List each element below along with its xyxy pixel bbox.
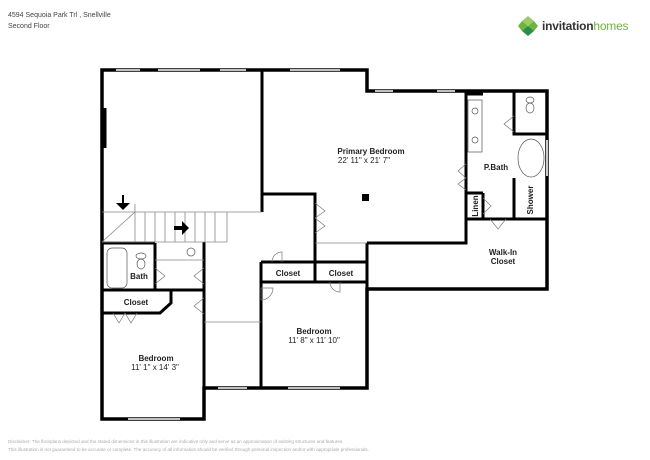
windows	[116, 69, 548, 420]
logo: invitationhomes	[518, 15, 629, 37]
bedroom-label: Bedroom	[296, 327, 331, 336]
walk-in-closet-label-1: Walk-In	[489, 248, 517, 257]
vanity	[467, 99, 483, 153]
double-door	[112, 312, 138, 324]
logo-text: invitationhomes	[542, 19, 629, 33]
double-door	[457, 163, 467, 191]
bedroom-dims: 11' 8" x 11' 10"	[288, 336, 340, 345]
primary-bedroom-label: Primary Bedroom	[337, 147, 404, 156]
bedroom-label: Bedroom	[138, 354, 173, 363]
closet-label: Closet	[329, 269, 354, 278]
door	[329, 281, 341, 293]
arrow-right-icon	[174, 221, 189, 235]
interior-walls	[100, 70, 547, 419]
linen-label: Linen	[471, 195, 480, 216]
bathtub-icon	[517, 138, 545, 178]
toilet-icon	[135, 252, 147, 260]
bathtub-icon	[106, 247, 128, 289]
shower-label: Shower	[526, 186, 535, 215]
stairs	[101, 204, 367, 323]
wall-accents	[101, 90, 483, 148]
sink-icon	[471, 107, 479, 115]
closet-label: Closet	[276, 269, 301, 278]
door	[260, 287, 274, 301]
logo-icon	[518, 16, 538, 36]
fixtures	[106, 96, 545, 289]
stair-arrows	[116, 195, 189, 235]
door	[271, 251, 283, 263]
door	[489, 218, 507, 230]
arrow-down-icon	[116, 195, 130, 210]
floor-name: Second Floor	[8, 23, 50, 30]
toilet-icon	[525, 96, 535, 104]
p-bath-label: P.Bath	[484, 163, 508, 172]
walk-in-closet-label-2: Closet	[491, 257, 516, 266]
door	[503, 115, 515, 133]
sink-icon	[471, 136, 479, 144]
column	[362, 194, 369, 201]
door	[482, 197, 492, 215]
disclaimer-line-2: This illustration is not guaranteed to b…	[8, 447, 369, 452]
door	[154, 267, 205, 285]
primary-bedroom-dims: 22' 11" x 21' 7"	[338, 156, 390, 165]
bath-label: Bath	[130, 272, 148, 281]
doors	[112, 115, 515, 324]
closet-label: Closet	[124, 298, 149, 307]
sink-icon	[186, 247, 196, 257]
door	[193, 297, 205, 315]
bedroom-dims: 11' 1" x 14' 3"	[131, 363, 179, 372]
double-door	[314, 202, 326, 234]
disclaimer-line-1: Disclaimer: The floorplans depicted and …	[8, 439, 344, 444]
address: 4594 Sequoia Park Trl , Snellville	[8, 12, 111, 19]
